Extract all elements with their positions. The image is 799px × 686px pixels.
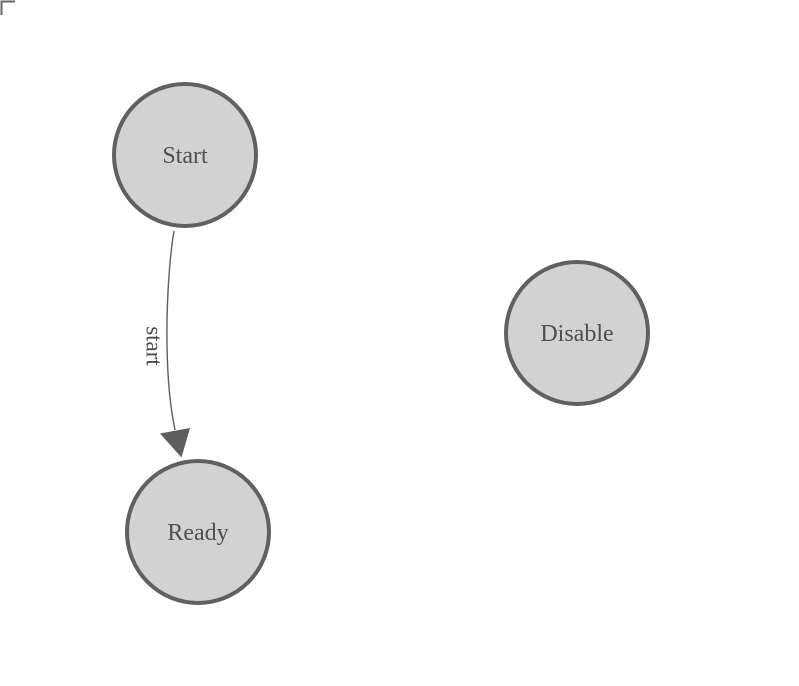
edge-start-to-ready[interactable]: start (141, 230, 190, 458)
state-node-start-circle[interactable] (112, 82, 258, 228)
state-node-disable-circle[interactable] (504, 260, 650, 406)
state-node-start[interactable]: Start (112, 82, 258, 228)
state-node-ready[interactable]: Ready (125, 459, 271, 605)
canvas-origin-corner-marker (0, 0, 15, 15)
edge-start-to-ready-path[interactable] (166, 230, 176, 431)
state-node-disable[interactable]: Disable (504, 260, 650, 406)
state-node-ready-circle[interactable] (125, 459, 271, 605)
arrowhead-icon (160, 428, 190, 458)
edge-label-start: start (141, 326, 166, 366)
